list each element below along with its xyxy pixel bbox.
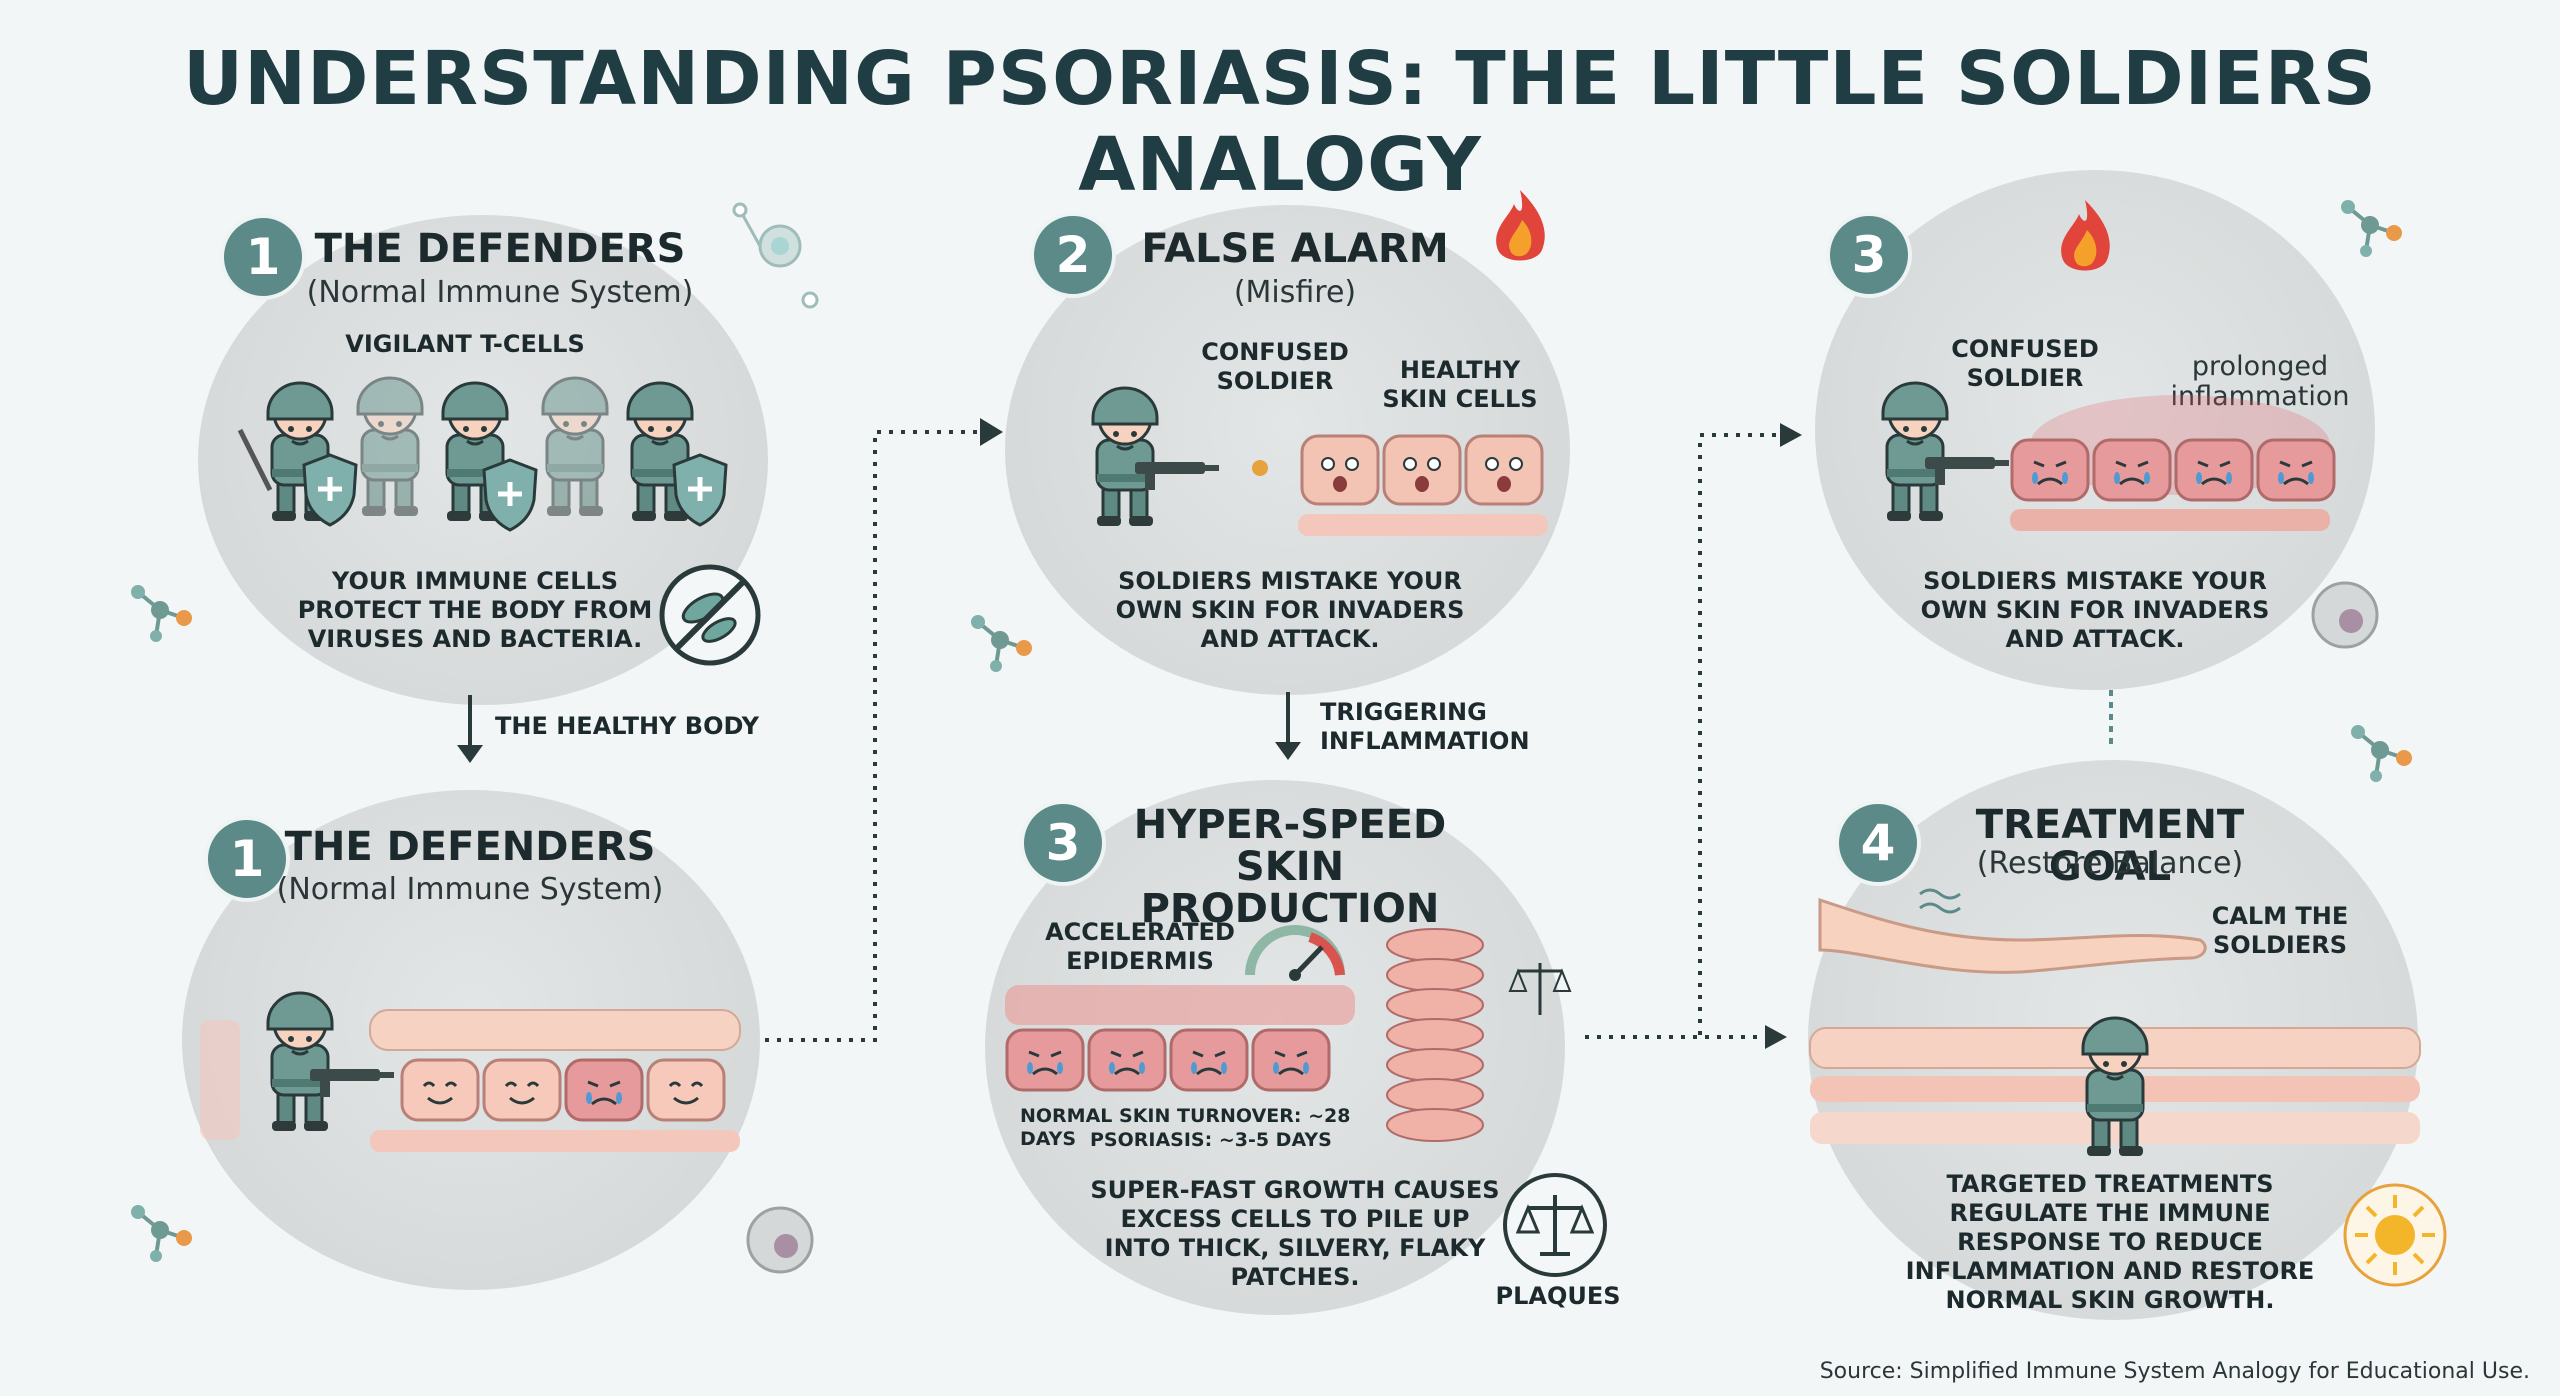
dotted-connector: [2109, 690, 2113, 750]
page-title: UNDERSTANDING PSORIASIS: THE LITTLE SOLD…: [183, 36, 2377, 208]
turnover-psoriasis: PSORIASIS: ~3-5 DAYS: [1090, 1129, 1332, 1151]
step-number: 2: [1030, 212, 1116, 298]
panel-title: TREATMENT GOAL: [1975, 802, 2245, 890]
molecule-icon: [2349, 723, 2414, 784]
panel-title: THE DEFENDERS: [314, 226, 686, 272]
soldier-squad: [237, 376, 710, 540]
dotted-connector: [1585, 1025, 1787, 1049]
turnover-normal: NORMAL SKIN TURNOVER: ~28 DAYS: [1020, 1105, 1351, 1150]
calm-scene: [1809, 1016, 2421, 1158]
flame-icon: [2061, 200, 2110, 271]
germ-icon: [746, 1206, 814, 1274]
panel-description: TARGETED TREATMENTS REGULATE THE IMMUNE …: [1905, 1170, 2315, 1314]
molecule-icon: [129, 1203, 194, 1264]
panel-description: YOUR IMMUNE CELLS PROTECT THE BODY FROM …: [297, 567, 653, 653]
panel-description: SUPER-FAST GROWTH CAUSES EXCESS CELLS TO…: [1090, 1176, 1500, 1291]
panel-description: SOLDIERS MISTAKE YOUR OWN SKIN FOR INVAD…: [1920, 567, 2270, 653]
step-number: 1: [220, 214, 306, 300]
sun-icon: [2343, 1183, 2447, 1287]
tcells-label: VIGILANT T-CELLS: [345, 330, 585, 358]
panel-description: SOLDIERS MISTAKE YOUR OWN SKIN FOR INVAD…: [1115, 567, 1465, 653]
defender-skin-scene: [200, 991, 741, 1152]
step-number: 3: [1020, 800, 1106, 886]
soldier-label: CONFUSED SOLDIER: [1201, 338, 1349, 395]
cells-label: HEALTHY SKIN CELLS: [1382, 356, 1538, 413]
no-bacteria-icon: [659, 564, 761, 666]
attack-scene: [1091, 386, 1548, 536]
step-number: 3: [1826, 212, 1912, 298]
panel-subtitle: (Misfire): [1233, 275, 1357, 310]
calm-label: CALM THE SOLDIERS: [2211, 902, 2349, 959]
plaques-label: PLAQUES: [1495, 1282, 1621, 1310]
arrow-label-triggering: TRIGGERING INFLAMMATION: [1320, 698, 1530, 755]
flame-icon: [1496, 190, 1545, 261]
speedometer-icon: [1245, 925, 1345, 981]
panel-subtitle: (Restore Balance): [1976, 846, 2244, 881]
pile-up-scene: [1005, 928, 1572, 1142]
dotted-connector: [765, 418, 1003, 1042]
inflammation-label: prolonged inflammation: [2170, 351, 2350, 412]
scale-icon: [1503, 1173, 1607, 1277]
panel-subtitle: (Normal Immune System): [306, 275, 694, 310]
source-note: Source: Simplified Immune System Analogy…: [1819, 1359, 2530, 1384]
germ-icon: [2311, 581, 2379, 649]
step-number: 4: [1835, 800, 1921, 886]
panel-subtitle: (Normal Immune System): [276, 872, 664, 907]
inflamed-attack-scene: [1881, 381, 2336, 531]
hand-icon: [1818, 888, 2207, 974]
panel-title: FALSE ALARM: [1141, 226, 1449, 272]
dotted-connector: [1698, 423, 1802, 1035]
soldier-label: CONFUSED SOLDIER: [1951, 335, 2099, 392]
arrow-label-healthy: THE HEALTHY BODY: [495, 712, 760, 740]
epidermis-label: ACCELERATED EPIDERMIS: [1045, 918, 1235, 975]
down-arrow: [1275, 692, 1301, 760]
molecule-icon: [969, 613, 1034, 674]
down-arrow: [457, 695, 483, 763]
panel-title: HYPER-SPEED SKIN PRODUCTION: [1133, 802, 1447, 932]
molecule-icon: [2339, 198, 2404, 259]
molecule-icon: [732, 202, 819, 309]
molecule-icon: [129, 583, 194, 644]
step-number: 1: [204, 816, 290, 902]
panel-title: THE DEFENDERS: [284, 824, 656, 870]
